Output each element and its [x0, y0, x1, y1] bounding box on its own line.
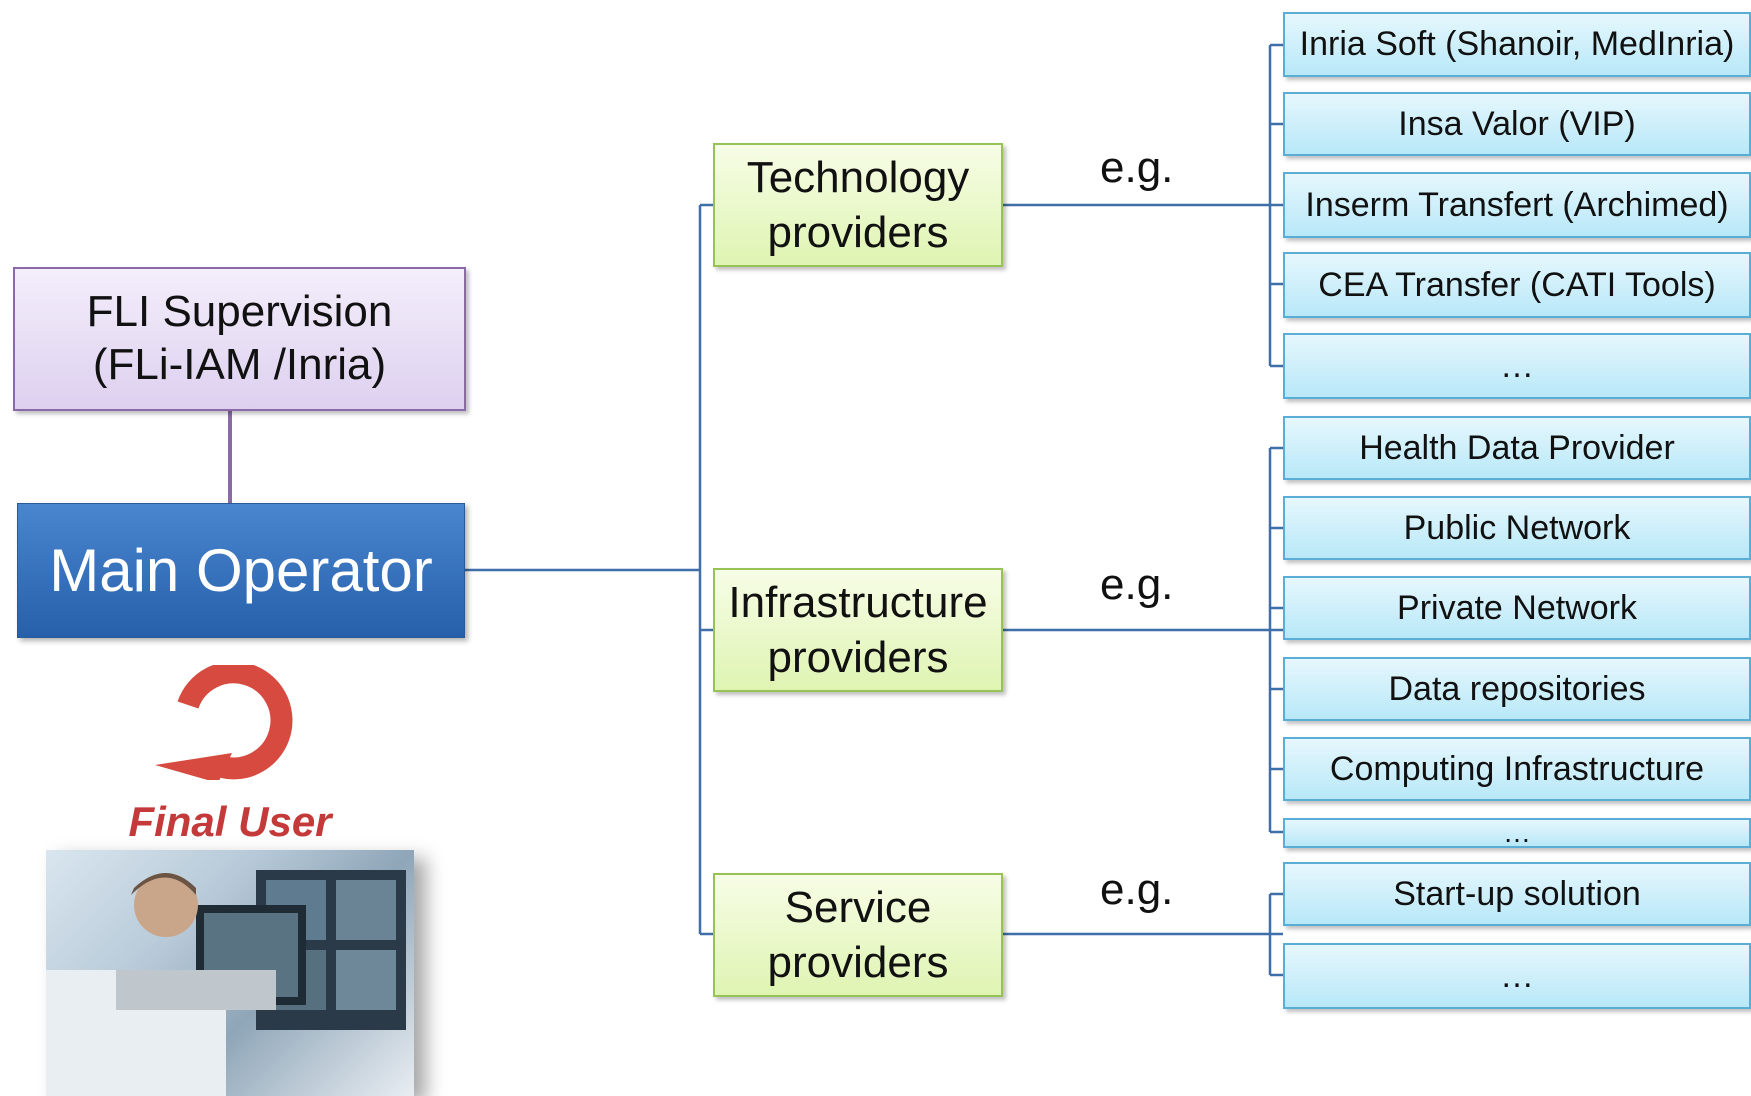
example-box: Data repositories	[1283, 657, 1751, 721]
example-box: Inserm Transfert (Archimed)	[1283, 172, 1751, 238]
doctor-photo	[46, 850, 414, 1096]
technology-line2: providers	[767, 208, 949, 257]
main-operator-box: Main Operator	[17, 503, 465, 638]
fli-supervision-box: FLI Supervision (FLi-IAM /Inria)	[13, 267, 466, 411]
example-box: Computing Infrastructure	[1283, 737, 1751, 801]
eg-label-technology: e.g.	[1100, 143, 1174, 192]
eg-label-service: e.g.	[1100, 865, 1174, 914]
technology-providers-box: Technology providers	[713, 143, 1003, 267]
example-box: Inria Soft (Shanoir, MedInria)	[1283, 12, 1751, 77]
supervision-line2: (FLi-IAM /Inria)	[92, 340, 387, 389]
main-operator-label: Main Operator	[49, 537, 433, 604]
final-user-label: Final User	[128, 798, 332, 845]
service-line1: Service	[784, 883, 932, 932]
example-box: …	[1283, 818, 1751, 848]
service-line2: providers	[767, 938, 949, 987]
example-box: Start-up solution	[1283, 862, 1751, 926]
infrastructure-providers-box: Infrastructure providers	[713, 568, 1003, 692]
infrastructure-line1: Infrastructure	[728, 578, 988, 627]
service-providers-box: Service providers	[713, 873, 1003, 997]
refresh-arrow-icon	[150, 661, 300, 783]
example-box: Health Data Provider	[1283, 416, 1751, 480]
technology-line1: Technology	[746, 153, 970, 202]
example-box: Public Network	[1283, 496, 1751, 560]
example-box: Private Network	[1283, 576, 1751, 640]
infrastructure-line2: providers	[767, 633, 949, 682]
eg-label-infrastructure: e.g.	[1100, 560, 1174, 609]
supervision-line1: FLI Supervision	[86, 287, 393, 337]
example-box: CEA Transfer (CATI Tools)	[1283, 252, 1751, 318]
example-box: …	[1283, 333, 1751, 399]
example-box: …	[1283, 943, 1751, 1009]
example-box: Insa Valor (VIP)	[1283, 92, 1751, 156]
